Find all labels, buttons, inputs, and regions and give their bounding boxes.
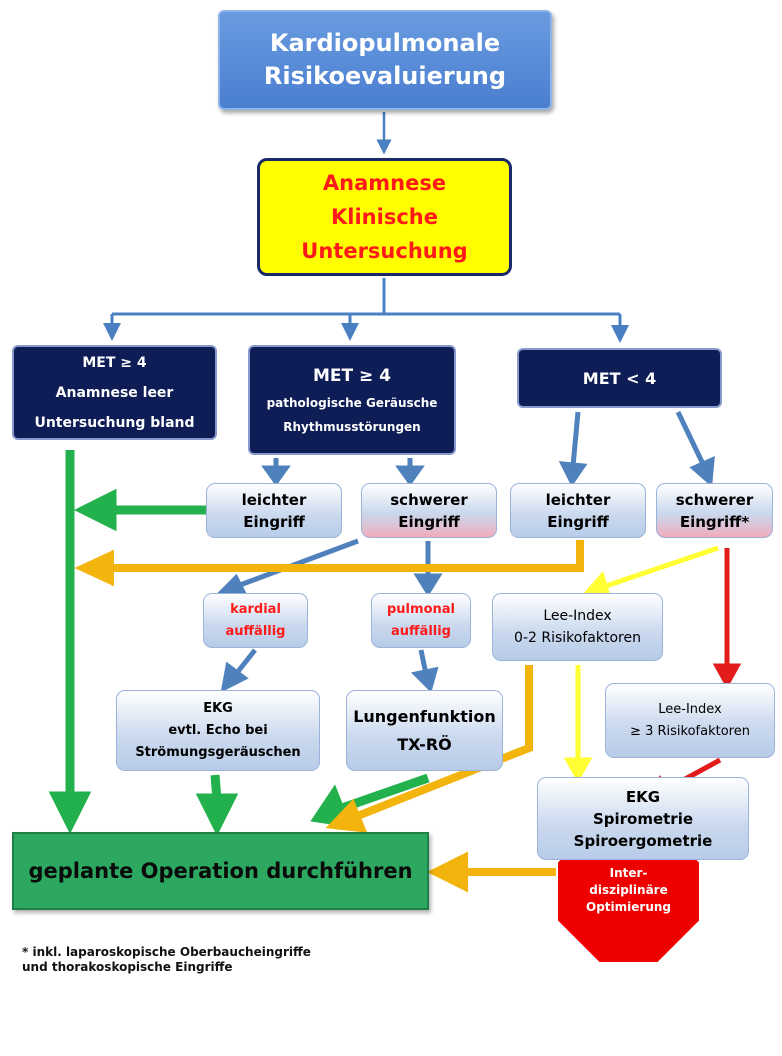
met1-line2: Anamnese leer <box>55 384 174 401</box>
kardial-line2: auffällig <box>225 623 286 639</box>
title-box: Kardiopulmonale Risikoevaluierung <box>218 10 552 110</box>
title-line2: Risikoevaluierung <box>263 62 507 90</box>
lee-index-high-box: Lee-Index ≥ 3 Risikofaktoren <box>605 683 775 758</box>
eingriff-leicht-1: leichter Eingriff <box>206 483 342 538</box>
connector-anamnese-branches <box>103 278 629 343</box>
kardial-box: kardial auffällig <box>203 593 308 648</box>
anamnese-line2: Klinische <box>331 205 438 229</box>
eingriff4-line1: schwerer <box>675 490 754 509</box>
lee-index-low-box: Lee-Index 0-2 Risikofaktoren <box>492 593 663 661</box>
lee-high-line2: ≥ 3 Risikofaktoren <box>630 723 750 739</box>
met-box-pathologic: MET ≥ 4 pathologische Geräusche Rhythmus… <box>248 345 456 455</box>
lee-low-line1: Lee-Index <box>543 608 612 624</box>
ekg-echo-line3: Strömungsgeräuschen <box>135 744 301 760</box>
eingriff3-line2: Eingriff <box>547 512 609 531</box>
anamnese-line3: Untersuchung <box>301 239 468 263</box>
ekg-spiro-line2: Spirometrie <box>592 809 694 828</box>
lungenfunktion-box: Lungenfunktion TX-RÖ <box>346 690 503 771</box>
anamnese-line1: Anamnese <box>322 171 447 195</box>
anamnese-box: Anamnese Klinische Untersuchung <box>257 158 512 276</box>
footnote-line1: * inkl. laparoskopische Oberbaucheingrif… <box>22 945 311 959</box>
met3-line1: MET < 4 <box>582 368 657 388</box>
stop-line3: Optimierung <box>586 899 671 914</box>
met2-line3: Rhythmusstörungen <box>283 420 421 434</box>
ekg-spiro-box: EKG Spirometrie Spiroergometrie <box>537 777 749 860</box>
met1-line1: MET ≥ 4 <box>82 354 147 371</box>
eingriff-leicht-2: leichter Eingriff <box>510 483 646 538</box>
footnote: * inkl. laparoskopische Oberbaucheingrif… <box>22 945 311 975</box>
met-box-low: MET < 4 <box>517 348 722 408</box>
ekg-echo-line2: evtl. Echo bei <box>168 722 268 738</box>
pulmonal-box: pulmonal auffällig <box>371 593 471 648</box>
kardial-line1: kardial <box>230 601 281 617</box>
eingriff4-line2: Eingriff* <box>679 512 750 531</box>
ekg-echo-line1: EKG <box>203 700 233 716</box>
ekg-spiro-line1: EKG <box>625 787 661 806</box>
connector-steel-arrows <box>216 410 715 693</box>
stop-line1: Inter- <box>609 865 648 880</box>
met2-line1: MET ≥ 4 <box>312 366 392 386</box>
eingriff1-line1: leichter <box>241 490 307 509</box>
lee-high-line1: Lee-Index <box>658 701 722 717</box>
lung-line1: Lungenfunktion <box>353 706 496 726</box>
goal-label: geplante Operation durchführen <box>28 859 413 883</box>
pulmonal-line1: pulmonal <box>387 601 455 617</box>
eingriff2-line1: schwerer <box>390 490 468 509</box>
eingriff3-line1: leichter <box>545 490 611 509</box>
connector-orange-arrows <box>74 540 584 893</box>
eingriff2-line2: Eingriff <box>398 512 460 531</box>
pulmonal-line2: auffällig <box>390 623 451 639</box>
ekg-echo-box: EKG evtl. Echo bei Strömungsgeräuschen <box>116 690 320 771</box>
goal-box: geplante Operation durchführen <box>12 832 429 910</box>
ekg-spiro-line3: Spiroergometrie <box>573 831 713 850</box>
eingriff-schwer-1: schwerer Eingriff <box>361 483 497 538</box>
eingriff1-line2: Eingriff <box>243 512 305 531</box>
stop-label: Inter- disziplinäre Optimierung <box>560 840 697 940</box>
met2-line2: pathologische Geräusche <box>266 396 438 410</box>
connector-green-arrows <box>48 450 430 837</box>
lung-line2: TX-RÖ <box>397 734 452 754</box>
title-line1: Kardiopulmonale <box>269 29 501 57</box>
eingriff-schwer-2: schwerer Eingriff* <box>656 483 773 538</box>
connector-yellow-arrows <box>563 545 719 784</box>
footnote-line2: und thorakoskopische Eingriffe <box>22 960 233 974</box>
lee-low-line2: 0-2 Risikofaktoren <box>514 630 641 646</box>
met-box-bland: MET ≥ 4 Anamnese leer Untersuchung bland <box>12 345 217 440</box>
stop-line2: disziplinäre <box>589 882 668 897</box>
connector-red-arrows <box>643 548 742 803</box>
met1-line3: Untersuchung bland <box>34 414 195 431</box>
